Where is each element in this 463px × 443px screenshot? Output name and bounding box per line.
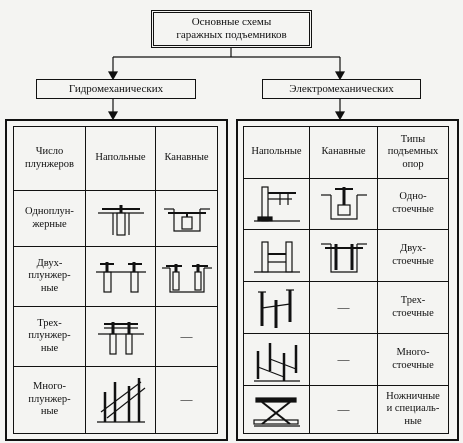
three-plunger-floor-icon [85, 306, 156, 367]
hydro-header-floor: Напольные [85, 126, 156, 191]
row-label-line: Много- [33, 381, 66, 393]
hydro-header-count-l2: плунжеров [25, 158, 74, 170]
hydro-frame [5, 119, 228, 441]
row-label-line: плунжер- [28, 393, 71, 405]
row-label-line: Одно- [399, 191, 427, 203]
root-title-line2: гаражных подъемников [176, 29, 287, 41]
two-post-pit-icon [309, 229, 378, 282]
hydro-header-count-l1: Число [35, 145, 64, 157]
row-label-line: и специаль- [386, 403, 440, 415]
row-label-line: стоечные [392, 255, 434, 267]
row-label-line: ные [40, 342, 59, 354]
row-label-line: Ножничные [386, 390, 440, 402]
electro-category-label: Электромеханических [289, 82, 394, 95]
row-label-line: стоечные [392, 204, 434, 215]
table-row: — Много- стоечные [243, 333, 449, 386]
single-plunger-floor-icon [85, 190, 156, 247]
row-label: Много- стоечные [377, 333, 449, 386]
multi-plunger-pit-cell: — [155, 366, 218, 434]
row-label-line: стоечные [392, 359, 434, 371]
two-plunger-pit-icon [155, 246, 218, 307]
row-label-line: стоечные [392, 307, 434, 319]
hydro-header-row: Число плунжеров Напольные Канавные [13, 126, 218, 191]
row-label-line: Одноплун- [25, 205, 74, 217]
electro-header-types-l1: Типы [400, 133, 426, 145]
single-post-pit-icon [309, 178, 378, 230]
three-post-pit-cell: — [309, 281, 378, 334]
row-label: Много- плунжер- ные [13, 366, 86, 434]
table-row: Двух- стоечные [243, 229, 449, 282]
row-label-line: Двух- [36, 257, 63, 269]
scissor-floor-icon [243, 385, 310, 434]
row-label-line: жерные [32, 218, 67, 230]
row-label-line: плунжер- [28, 270, 71, 282]
table-row: Одно- стоечные [243, 178, 449, 230]
hydro-category-label: Гидромеханических [68, 82, 164, 95]
root-title-line1: Основные схемы [191, 16, 272, 29]
table-row: Трех- плунжер- ные — [13, 306, 218, 367]
empty-dash: — [337, 351, 350, 366]
multi-post-floor-icon [243, 333, 310, 386]
row-label: Одноплун- жерные [13, 190, 86, 247]
row-label: Двух- стоечные [377, 229, 449, 282]
row-label-line: Трех- [37, 317, 62, 329]
table-row: — Трех- стоечные [243, 281, 449, 334]
electro-header-row: Напольные Канавные Типы подъемных опор [243, 126, 449, 179]
root-box: Основные схемы гаражных подъемников [151, 10, 312, 48]
row-label-line: Двух- [400, 242, 426, 254]
hydro-category-box: Гидромеханических [36, 79, 196, 99]
table-row: Двух- плунжер- ные [13, 246, 218, 307]
electro-header-types-l2: подъемных [387, 146, 439, 158]
row-label-line: плунжер- [28, 330, 71, 342]
electro-header-floor: Напольные [243, 126, 310, 179]
hydro-table: Число плунжеров Напольные Канавные Одноп… [13, 126, 218, 434]
row-label: Одно- стоечные [377, 178, 449, 230]
hydro-header-count: Число плунжеров [13, 126, 86, 191]
table-row: Одноплун- жерные [13, 190, 218, 247]
multi-post-pit-cell: — [309, 333, 378, 386]
three-plunger-pit-cell: — [155, 306, 218, 367]
empty-dash: — [180, 328, 193, 343]
electro-frame [236, 119, 459, 441]
row-label-line: ные [40, 282, 59, 294]
empty-dash: — [180, 392, 193, 407]
two-plunger-floor-icon [85, 246, 156, 307]
scissor-pit-cell: — [309, 385, 378, 434]
three-post-floor-icon [243, 281, 310, 334]
table-row: Много- плунжер- ные — [13, 366, 218, 434]
row-label: Трех- стоечные [377, 281, 449, 334]
row-label: Ножничные и специаль- ные [377, 385, 449, 434]
row-label: Двух- плунжер- ные [13, 246, 86, 307]
single-post-floor-icon [243, 178, 310, 230]
empty-dash: — [337, 299, 350, 314]
row-label-line: Много- [396, 346, 430, 358]
electro-category-box: Электромеханических [262, 79, 421, 99]
multi-plunger-floor-icon [85, 366, 156, 434]
row-label: Трех- плунжер- ные [13, 306, 86, 367]
electro-header-pit: Канавные [309, 126, 378, 179]
two-post-floor-icon [243, 229, 310, 282]
row-label-line: ные [404, 415, 422, 427]
row-label-line: Трех- [400, 294, 426, 306]
electro-table: Напольные Канавные Типы подъемных опор О… [243, 126, 449, 434]
hydro-header-pit: Канавные [155, 126, 218, 191]
empty-dash: — [337, 401, 350, 416]
row-label-line: ные [40, 406, 59, 418]
single-plunger-pit-icon [155, 190, 218, 247]
table-row: — Ножничные и специаль- ные [243, 385, 449, 434]
electro-header-types-l3: опор [402, 158, 424, 170]
electro-header-types: Типы подъемных опор [377, 126, 449, 179]
